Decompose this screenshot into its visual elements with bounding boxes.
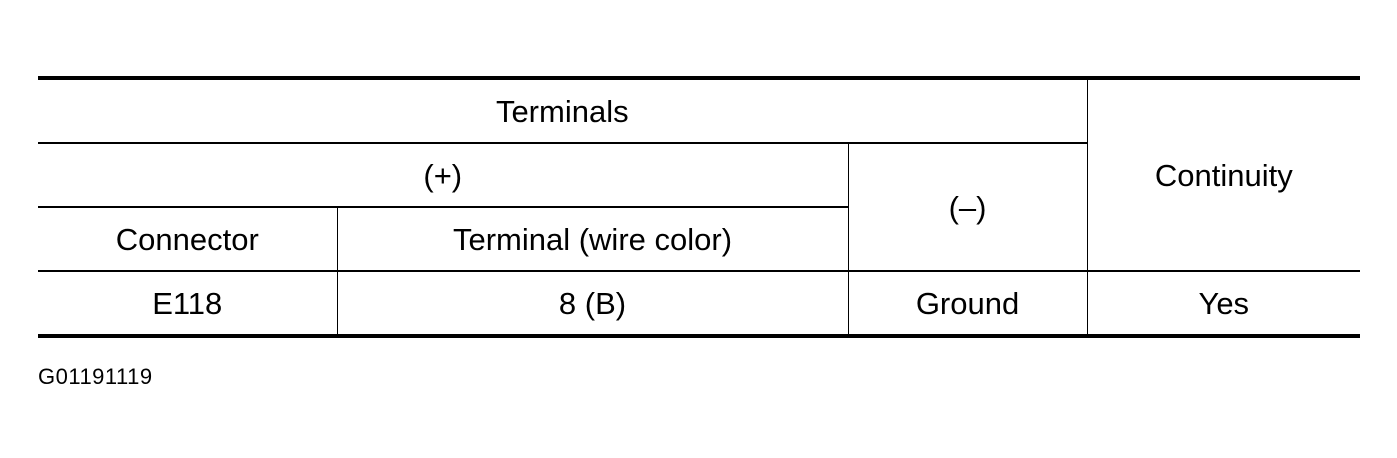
header-negative: (–) [847, 142, 1088, 272]
continuity-table-wrapper: Terminals Continuity (+) (–) Connector T… [38, 76, 1361, 338]
header-row-terminals: Terminals Continuity [38, 77, 1361, 272]
header-connector: Connector [38, 206, 338, 272]
header-row-columns: Connector Terminal (wire color) [38, 206, 1360, 272]
header-positive: (+) [38, 142, 849, 208]
cell-negative: Ground [847, 270, 1088, 337]
cell-continuity: Yes [1086, 270, 1361, 337]
header-terminal-wire-color: Terminal (wire color) [336, 206, 848, 272]
cell-terminal: 8 (B) [336, 270, 849, 337]
table-row: E118 8 (B) Ground Yes [38, 270, 1361, 337]
figure-code: G01191119 [38, 364, 153, 389]
header-terminals: Terminals [38, 77, 1088, 144]
header-row-polarity: (+) (–) [38, 142, 1360, 272]
continuity-table: Terminals Continuity (+) (–) Connector T… [38, 76, 1361, 338]
header-continuity: Continuity [1086, 77, 1361, 272]
cell-connector: E118 [38, 270, 338, 337]
